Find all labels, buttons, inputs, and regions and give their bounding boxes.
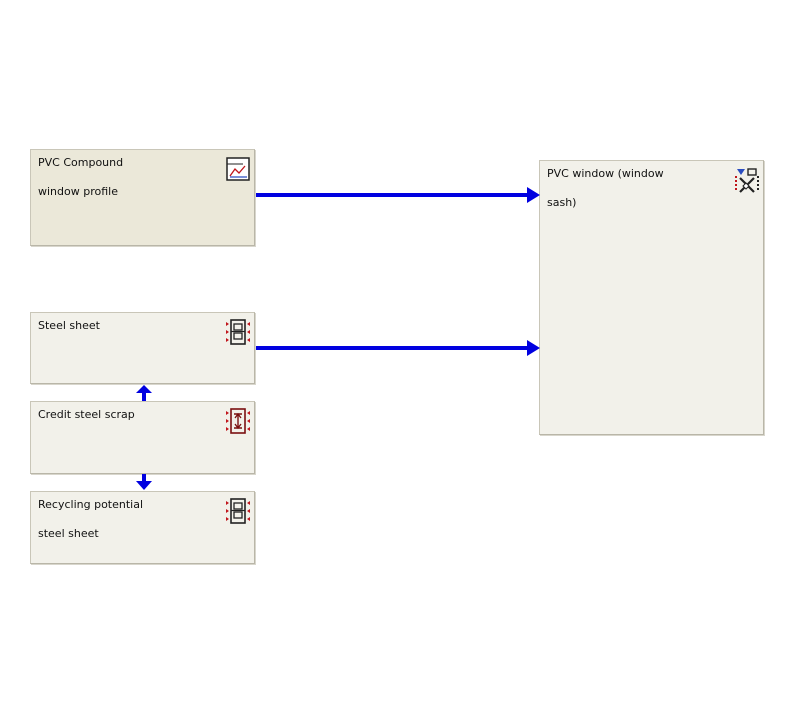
edge-credit-scrap-to-steel-sheet[interactable] xyxy=(136,385,152,401)
node-recycling-potential[interactable]: Recycling potential steel sheet xyxy=(30,491,255,564)
node-steel-sheet[interactable]: Steel sheet xyxy=(30,312,255,384)
node-label: Steel sheet xyxy=(38,319,100,332)
assembly-icon xyxy=(735,168,759,193)
edge-pvc-compound-to-pvc-window[interactable] xyxy=(256,187,540,203)
node-label: PVC window (window sash) xyxy=(547,167,664,209)
node-pvc-compound[interactable]: PVC Compound window profile xyxy=(30,149,255,246)
node-label: PVC Compound window profile xyxy=(38,156,124,198)
node-label: Credit steel scrap xyxy=(38,408,135,421)
process-chip-icon xyxy=(226,498,250,524)
node-label: Recycling potential steel sheet xyxy=(38,498,144,540)
material-document-icon xyxy=(226,157,250,181)
credit-process-icon xyxy=(226,408,250,434)
node-pvc-window[interactable]: PVC window (window sash) xyxy=(539,160,764,435)
process-chip-icon xyxy=(226,319,250,345)
edge-steel-sheet-to-pvc-window[interactable] xyxy=(256,340,540,356)
node-credit-steel-scrap[interactable]: Credit steel scrap xyxy=(30,401,255,474)
edge-credit-scrap-to-recycling-potential[interactable] xyxy=(136,474,152,490)
